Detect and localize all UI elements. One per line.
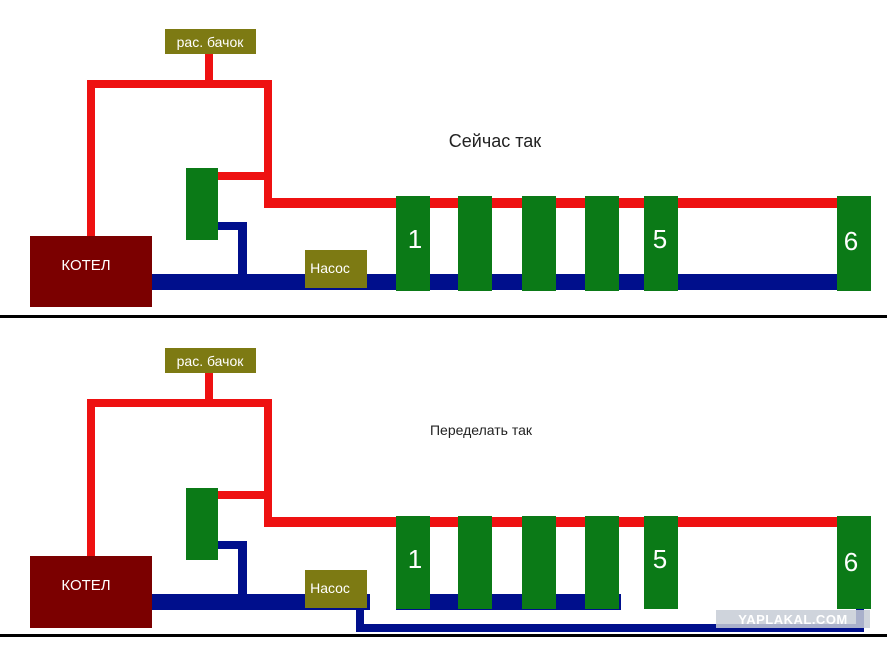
bottom-bypass-radiator bbox=[186, 488, 218, 560]
bottom-radiators bbox=[396, 516, 871, 609]
top-radiator bbox=[522, 196, 556, 291]
top-radiator-label: 6 bbox=[844, 226, 858, 256]
bottom-radiator bbox=[585, 516, 619, 609]
bottom-boiler: КОТЕЛ bbox=[30, 556, 152, 628]
top-boiler-label: КОТЕЛ bbox=[61, 257, 110, 274]
bottom-boiler-label: КОТЕЛ bbox=[61, 577, 110, 594]
bottom-caption: Переделать так bbox=[430, 422, 533, 438]
top-radiator-label: 5 bbox=[653, 224, 667, 254]
bottom-radiator bbox=[837, 516, 871, 609]
top-boiler: КОТЕЛ bbox=[30, 236, 152, 307]
bottom-radiator bbox=[396, 516, 430, 609]
bottom-radiator bbox=[458, 516, 492, 609]
bottom-radiator-labels: 1 5 6 bbox=[408, 544, 858, 577]
top-pump-label: Насос bbox=[310, 260, 350, 276]
top-caption: Сейчас так bbox=[449, 131, 542, 151]
top-radiator bbox=[644, 196, 678, 291]
top-pump: Насос bbox=[305, 250, 367, 288]
top-radiator bbox=[458, 196, 492, 291]
top-radiator-label: 1 bbox=[408, 224, 422, 254]
bottom-radiator bbox=[522, 516, 556, 609]
bottom-divider bbox=[0, 634, 887, 637]
top-radiator bbox=[396, 196, 430, 291]
bottom-radiator-label: 1 bbox=[408, 544, 422, 574]
top-radiator bbox=[585, 196, 619, 291]
top-tank-label: рас. бачок bbox=[177, 34, 245, 50]
top-radiator bbox=[837, 196, 871, 291]
bottom-tank-label: рас. бачок bbox=[177, 353, 245, 369]
bottom-radiator-label: 5 bbox=[653, 544, 667, 574]
bottom-scheme: рас. бачок КОТЕЛ Насос 1 5 6 bbox=[30, 348, 871, 632]
top-scheme: рас. бачок КОТЕЛ Насос 1 5 6 bbox=[30, 29, 871, 307]
top-bypass-radiator bbox=[186, 168, 218, 240]
bottom-radiator-label: 6 bbox=[844, 547, 858, 577]
bottom-pump-label: Насос bbox=[310, 580, 350, 596]
section-divider bbox=[0, 315, 887, 318]
top-radiators bbox=[396, 196, 871, 291]
top-expansion-tank: рас. бачок bbox=[165, 29, 256, 54]
bottom-expansion-tank: рас. бачок bbox=[165, 348, 256, 373]
top-radiator-labels: 1 5 6 bbox=[408, 224, 858, 256]
bottom-radiator bbox=[644, 516, 678, 609]
top-return-pipes bbox=[150, 222, 840, 290]
watermark-text: YAPLAKAL.COM bbox=[738, 612, 848, 627]
bottom-pump: Насос bbox=[305, 570, 367, 608]
watermark: YAPLAKAL.COM bbox=[716, 610, 870, 628]
